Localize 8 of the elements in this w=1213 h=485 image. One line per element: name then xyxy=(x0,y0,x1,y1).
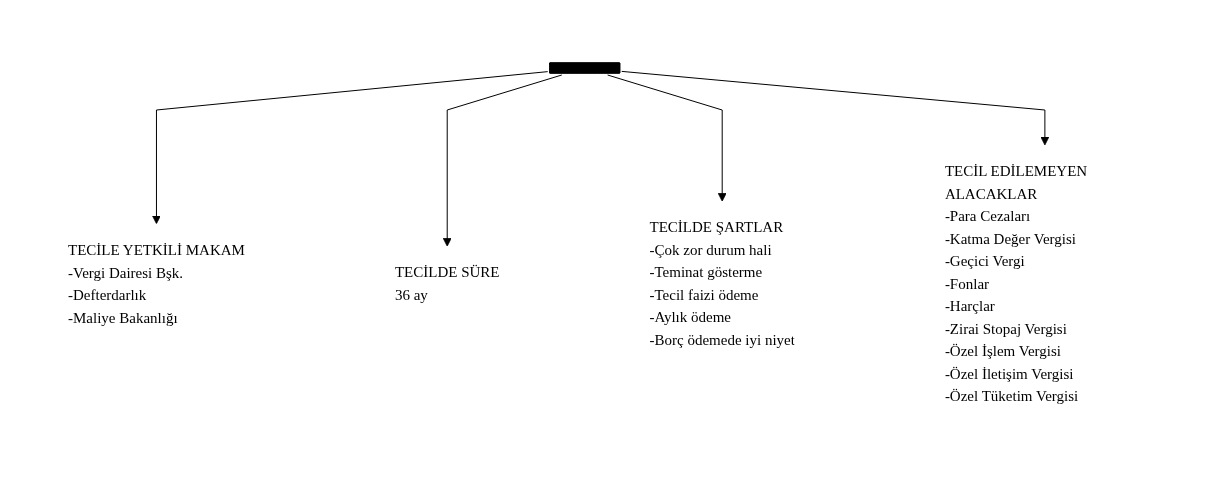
node-text: TECİLDE ŞARTLAR -Çok zor durum hali -Teminat gösterme -Tecil faizi ödeme -Aylık ödeme -Borç ödemede iyi niyet xyxy=(649,219,795,348)
arrow xyxy=(442,74,563,247)
node-text: TECİLDE SÜRE 36 ay xyxy=(394,264,500,303)
arrow xyxy=(621,70,1050,146)
node-text: TECİLE YETKİLİ MAKAM -Vergi Dairesi Bşk. -Defterdarlık -Maliye Bakanlığı xyxy=(68,241,245,325)
arrow xyxy=(152,70,549,224)
node-text: TECİL EDİLEMEYEN ALACAKLAR -Para Cezaları -Katma Değer Vergisi -Geçici Vergi -Fonlar -Harçlar -Zirai Stopaj Vergisi -Özel İşlem Vergisi -Özel İletişim Vergisi -Özel Tüketim Vergisi xyxy=(944,162,1088,404)
arrow xyxy=(607,74,727,202)
